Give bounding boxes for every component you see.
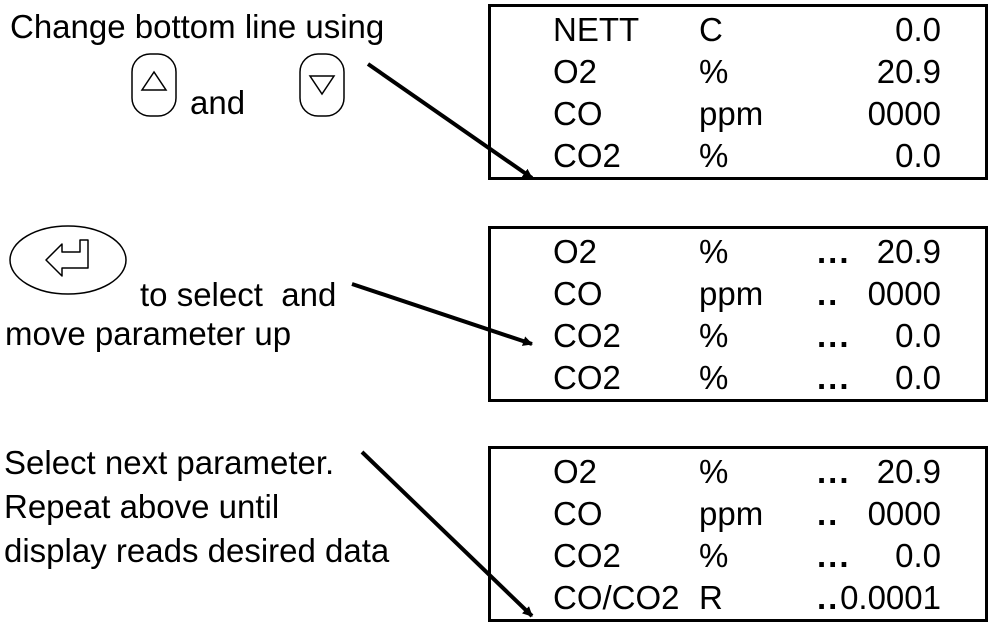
display-dots: ... xyxy=(817,537,851,574)
display-dots: .. xyxy=(817,495,840,532)
display-parameter-name: NETT xyxy=(553,11,640,48)
display-value: 0000 xyxy=(867,95,941,132)
display-row: CO2%... 0.0 xyxy=(491,315,985,357)
display-parameter-name: CO xyxy=(553,95,603,132)
display-dots: ... xyxy=(817,453,851,490)
display-row: CO ppm 0000 xyxy=(491,93,985,135)
arrow-step3 xyxy=(360,450,534,618)
display-value: 0.0 xyxy=(895,317,941,354)
step3-instruction-line3: display reads desired data xyxy=(4,532,390,569)
display-parameter-name: CO2 xyxy=(553,137,621,174)
enter-arrow-icon[interactable] xyxy=(9,225,127,295)
display-value: 0000 xyxy=(867,495,941,532)
arrow-step2 xyxy=(351,282,533,346)
step3-instruction-line1: Select next parameter. xyxy=(4,444,335,481)
display-unit: ppm xyxy=(699,495,764,532)
display-parameter-name: O2 xyxy=(553,453,598,490)
display-unit: % xyxy=(699,359,729,396)
display-dots: .. xyxy=(817,579,840,616)
display-value: 20.9 xyxy=(876,53,941,90)
display-row: CO2%... 0.0 xyxy=(491,357,985,399)
arrow-step1 xyxy=(366,62,534,180)
display-value: 0.0 xyxy=(895,137,941,174)
display-parameter-name: CO xyxy=(553,495,603,532)
display-unit: % xyxy=(699,453,729,490)
display-parameter-name: CO2 xyxy=(553,537,621,574)
display-value: 0.0 xyxy=(895,537,941,574)
display-unit: R xyxy=(699,579,723,616)
step2-instruction-line1: to select and xyxy=(140,276,337,313)
display-row: CO ppm.. 0000 xyxy=(491,273,985,315)
up-triangle-icon[interactable] xyxy=(131,53,177,117)
display-unit: % xyxy=(699,317,729,354)
display-row: O2%... 20.9 xyxy=(491,231,985,273)
display-row: CO2% 0.0 xyxy=(491,135,985,177)
display-dots: ... xyxy=(817,233,851,270)
display-value: 0.0 xyxy=(895,11,941,48)
display-dots: .. xyxy=(817,275,840,312)
display-value: 0.0001 xyxy=(840,579,941,616)
display-row: CO2%... 0.0 xyxy=(491,535,985,577)
step1-and-label: and xyxy=(190,84,246,121)
display-row: NETT C 0.0 xyxy=(491,9,985,51)
display-unit: % xyxy=(699,233,729,270)
display-parameter-name: CO xyxy=(553,275,603,312)
display-value: 20.9 xyxy=(876,453,941,490)
display-parameter-name: CO/CO2 xyxy=(553,579,680,616)
down-triangle-icon[interactable] xyxy=(299,53,345,117)
display-value: 0000 xyxy=(867,275,941,312)
display-parameter-name: CO2 xyxy=(553,317,621,354)
display-row: O2%... 20.9 xyxy=(491,451,985,493)
display-unit: % xyxy=(699,537,729,574)
step1-instruction: Change bottom line using xyxy=(10,8,385,45)
display-row: O2% 20.9 xyxy=(491,51,985,93)
step2-instruction-line2: move parameter up xyxy=(5,315,292,352)
display-dots: ... xyxy=(817,359,851,396)
display-unit: C xyxy=(699,11,723,48)
display-value: 20.9 xyxy=(876,233,941,270)
display-row: CO ppm.. 0000 xyxy=(491,493,985,535)
display-unit: % xyxy=(699,137,729,174)
display-parameter-name: O2 xyxy=(553,53,598,90)
display-dots: ... xyxy=(817,317,851,354)
step3-instruction-line2: Repeat above until xyxy=(4,488,280,525)
display-row: CO/CO2 R..0.0001 xyxy=(491,577,985,619)
display-unit: ppm xyxy=(699,275,764,312)
display-unit: ppm xyxy=(699,95,764,132)
display-parameter-name: O2 xyxy=(553,233,598,270)
display-unit: % xyxy=(699,53,729,90)
display-value: 0.0 xyxy=(895,359,941,396)
display-parameter-name: CO2 xyxy=(553,359,621,396)
